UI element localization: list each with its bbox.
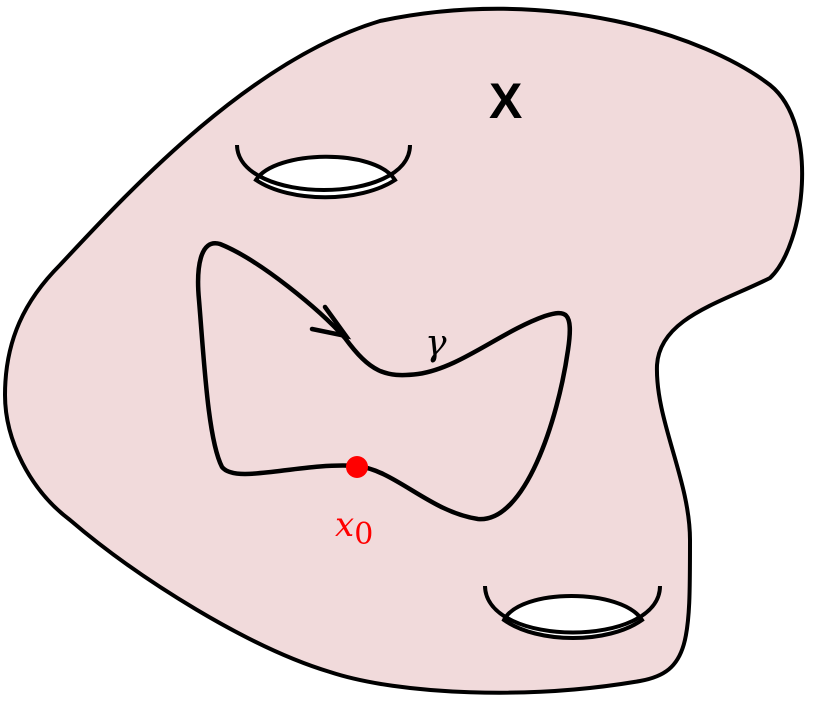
space-label: X	[489, 73, 522, 129]
lower-hole-rim	[483, 585, 662, 635]
basepoint-x0	[346, 456, 368, 478]
direction-arrow-icon	[309, 304, 352, 340]
basepoint-label: x0	[335, 505, 373, 552]
upper-hole-rim	[235, 144, 412, 192]
loop-gamma	[195, 241, 573, 522]
curve-label: γ	[425, 323, 447, 364]
upper-hole	[235, 144, 412, 200]
lower-hole	[483, 585, 662, 640]
basepoint-label-subscript: 0	[354, 517, 373, 552]
surface-x	[3, 6, 805, 695]
basepoint-label-main: x	[335, 505, 354, 545]
